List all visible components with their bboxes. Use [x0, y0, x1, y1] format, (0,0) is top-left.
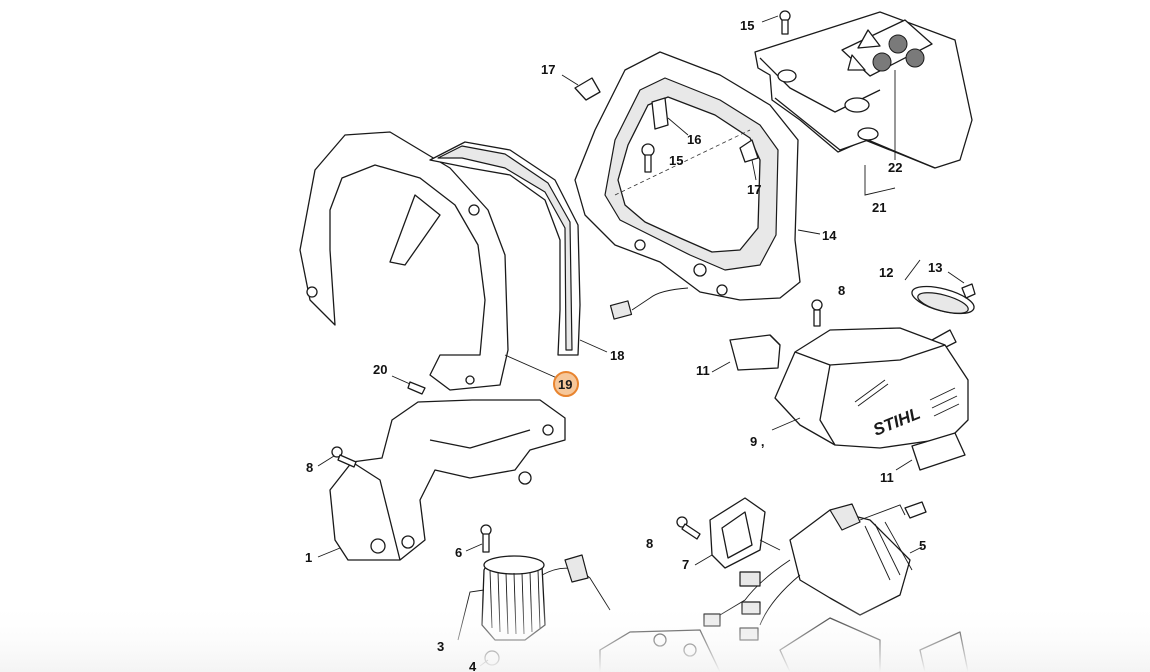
foam-pad-11-left-part[interactable]	[711, 334, 781, 373]
screw-8-cover-part[interactable]	[811, 299, 823, 327]
warning-decal-icon	[841, 19, 933, 77]
callout-9[interactable]: 9 ,	[750, 434, 764, 449]
callout-8-bottom[interactable]: 8	[646, 536, 653, 551]
callout-15-middle[interactable]: 15	[669, 153, 683, 168]
callout-22[interactable]: 22	[888, 160, 902, 175]
vent-grille-icon	[854, 379, 960, 417]
callout-labels: 15 17 16 15 17 22 21 14 13 12 8 18 19 20…	[305, 18, 942, 672]
callout-17-right[interactable]: 17	[747, 182, 761, 197]
bushing-12-part[interactable]	[904, 259, 977, 319]
switch-plate-7-part[interactable]	[694, 497, 766, 569]
callout-5[interactable]: 5	[919, 538, 926, 553]
callout-14[interactable]: 14	[822, 228, 837, 243]
callout-8-cover[interactable]: 8	[838, 283, 845, 298]
clip-17-right-part[interactable]	[739, 139, 759, 181]
callout-11-right[interactable]: 11	[880, 470, 894, 485]
callout-4[interactable]: 4	[469, 659, 477, 672]
screw-8-left-part[interactable]	[317, 446, 357, 468]
callout-6[interactable]: 6	[455, 545, 462, 560]
bottom-fade	[0, 600, 1150, 672]
callout-16[interactable]: 16	[687, 132, 701, 147]
clip-17-part[interactable]	[561, 74, 601, 101]
screw-6-part[interactable]	[465, 524, 492, 553]
callout-20[interactable]: 20	[373, 362, 387, 377]
callout-12[interactable]: 12	[879, 265, 893, 280]
callout-1[interactable]: 1	[305, 550, 312, 565]
housing-1-part[interactable]	[317, 399, 566, 561]
callout-8-left[interactable]: 8	[306, 460, 313, 475]
callout-11-left[interactable]: 11	[696, 363, 710, 378]
callout-13[interactable]: 13	[928, 260, 942, 275]
callout-7[interactable]: 7	[682, 557, 689, 572]
callout-21[interactable]: 21	[872, 200, 886, 215]
handle-frame-part[interactable]	[574, 51, 821, 320]
top-cover-part[interactable]	[754, 11, 973, 196]
callout-17-top[interactable]: 17	[541, 62, 555, 77]
callout-3[interactable]: 3	[437, 639, 444, 654]
screw-13-part[interactable]	[947, 271, 976, 299]
callout-15-top[interactable]: 15	[740, 18, 754, 33]
handle-grip-18-part[interactable]	[429, 141, 608, 356]
screw-8-bottom-part[interactable]	[676, 516, 701, 540]
callout-18[interactable]: 18	[610, 348, 624, 363]
motor-cover-9-part[interactable]: STIHL	[771, 327, 969, 449]
screw-20-part[interactable]	[391, 375, 426, 395]
callout-19-highlight[interactable]: 19	[553, 371, 579, 397]
screw-15-middle-part[interactable]	[641, 143, 655, 173]
screw-15-top-part[interactable]	[761, 10, 791, 35]
svg-text:19: 19	[558, 377, 572, 392]
foam-pad-11-right-part[interactable]	[895, 432, 966, 471]
